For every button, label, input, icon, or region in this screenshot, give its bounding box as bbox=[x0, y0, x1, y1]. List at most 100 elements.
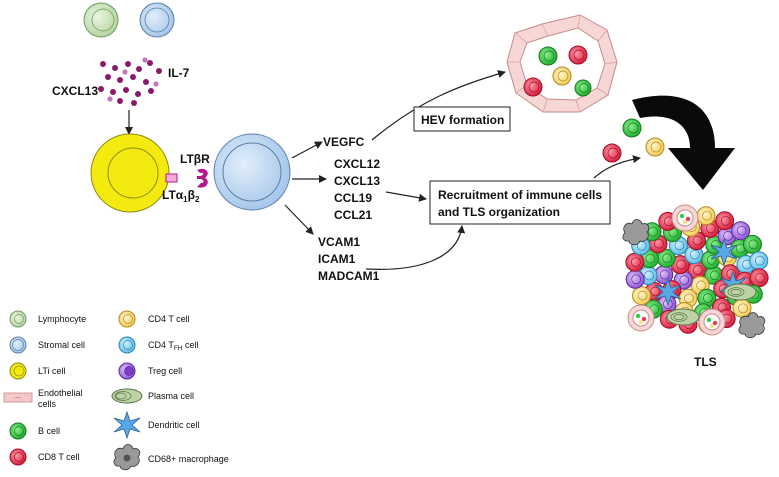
legend-macrophage: CD68+ macrophage bbox=[148, 454, 229, 464]
tls-plasma-cell-ring bbox=[727, 287, 745, 297]
tls-cd4-cell-nucleus bbox=[738, 303, 748, 314]
tls-bcell-nucleus bbox=[662, 253, 673, 264]
tls-macrophage bbox=[622, 219, 650, 246]
tls-cd4-cell bbox=[696, 206, 716, 226]
tls-cd4-cell bbox=[732, 298, 752, 318]
lta1b2-label: LTα1β2 bbox=[162, 188, 200, 204]
legend-stromal: Stromal cell bbox=[38, 340, 85, 350]
legend-cd4: CD4 T cell bbox=[148, 314, 190, 324]
tls-treg-cell-nucleus bbox=[679, 275, 690, 285]
legend-endothelial-icon bbox=[3, 392, 33, 403]
tls-hev-inner-cell bbox=[638, 319, 644, 325]
tls-cd4-cell-nucleus bbox=[702, 210, 712, 221]
tls-treg-cell-nucleus bbox=[631, 274, 642, 285]
tls-cd8-cell bbox=[625, 252, 645, 272]
chemokine-4: CCL21 bbox=[334, 208, 372, 222]
adhesion-2: ICAM1 bbox=[318, 252, 356, 266]
tls-hev-inner-cell bbox=[682, 219, 688, 225]
tls-treg-cell bbox=[625, 269, 645, 289]
tls-treg-cell bbox=[731, 221, 751, 241]
tls-plasma-cell-ring bbox=[730, 288, 742, 296]
tls-plasma-cell-ring bbox=[673, 313, 685, 321]
tls-hev-lumen bbox=[703, 313, 721, 331]
tls-tfh-cell-nucleus bbox=[754, 255, 765, 266]
tls-cd4-cell-nucleus bbox=[696, 280, 706, 291]
tls-hev-inner-cell bbox=[709, 323, 715, 329]
tls-treg-cell-nucleus bbox=[723, 231, 733, 241]
tls-cd4-cell-nucleus bbox=[684, 293, 694, 304]
tls-cd8-cell bbox=[749, 268, 769, 288]
lta1b2-ligand bbox=[165, 173, 178, 183]
arrow-to-vegfc bbox=[291, 141, 323, 159]
cytokine-dots bbox=[98, 57, 162, 106]
tls-label: TLS bbox=[694, 355, 717, 369]
tls-cd8-cell-nucleus bbox=[692, 235, 703, 246]
recruitment-line1: Recruitment of immune cells bbox=[438, 188, 602, 202]
big-arrow-to-tls bbox=[632, 95, 735, 190]
migrating-cells bbox=[602, 118, 665, 163]
tls-plasma-cell bbox=[723, 283, 757, 301]
hev-vessel bbox=[506, 14, 618, 113]
tls-cd8-cell bbox=[715, 211, 735, 231]
tls-bcell-nucleus bbox=[703, 293, 713, 303]
arrow-vegfc-to-hev bbox=[371, 70, 506, 141]
top-stromal-cell bbox=[139, 2, 175, 38]
arrow-recruit-to-cells bbox=[593, 155, 641, 179]
chemokine-1: CXCL12 bbox=[334, 157, 380, 171]
legend-lymphocyte-icon bbox=[9, 310, 27, 328]
legend-cd8: CD8 T cell bbox=[38, 452, 80, 462]
tls-treg-cell-nucleus bbox=[736, 225, 747, 236]
tls-cluster bbox=[622, 204, 769, 339]
chemokine-3: CCL19 bbox=[334, 191, 372, 205]
legend-bcell-icon bbox=[9, 422, 27, 440]
legend-treg-icon bbox=[118, 362, 136, 380]
tls-hev-lumen bbox=[632, 309, 650, 327]
arrow-to-adhesion bbox=[284, 204, 314, 235]
tls-tfh-cell-nucleus bbox=[644, 270, 654, 281]
tls-hev-inner-cell bbox=[706, 317, 712, 323]
tls-cd8-cell-nucleus bbox=[650, 286, 661, 297]
tls-cd8-cell-nucleus bbox=[676, 259, 687, 270]
legend: Lymphocyte Stromal cell LTi cell Endothe… bbox=[3, 310, 229, 471]
legend-plasma-icon bbox=[111, 388, 143, 404]
ltbr-label: LTβR bbox=[180, 152, 210, 166]
stromal-cell-center bbox=[213, 133, 291, 211]
vegfc-label: VEGFC bbox=[323, 135, 365, 149]
tls-cd8-cell-nucleus bbox=[755, 272, 765, 283]
legend-endothelial-2: cells bbox=[38, 399, 57, 409]
tls-hev-inner-cell bbox=[685, 216, 691, 222]
legend-endothelial-1: Endothelial bbox=[38, 388, 83, 398]
chemokine-2: CXCL13 bbox=[334, 174, 380, 188]
legend-dendritic-icon bbox=[113, 410, 141, 440]
tls-cd8-cell-nucleus bbox=[654, 238, 664, 249]
tls-cd4-cell bbox=[632, 286, 651, 306]
legend-plasma: Plasma cell bbox=[148, 391, 194, 401]
legend-cd4tfh: CD4 TFH cell bbox=[148, 340, 199, 352]
tls-bcell-nucleus bbox=[648, 226, 658, 237]
tls-cd8-cell-nucleus bbox=[706, 223, 716, 234]
tls-tfh-cell-nucleus bbox=[674, 240, 685, 251]
legend-tfh-icon bbox=[118, 336, 136, 354]
tls-tfh-cell-nucleus bbox=[690, 249, 700, 260]
tls-plasma-cell-ring bbox=[670, 312, 688, 322]
legend-lti-icon bbox=[9, 362, 27, 380]
legend-lti: LTi cell bbox=[38, 366, 66, 376]
tls-plasma-cell bbox=[666, 308, 700, 326]
tls-hev-lumen bbox=[676, 209, 694, 227]
tls-cd8-cell-nucleus bbox=[720, 215, 731, 226]
ltbr-receptor bbox=[197, 168, 208, 188]
tls-bcell bbox=[743, 234, 762, 254]
il7-label: IL-7 bbox=[168, 66, 190, 80]
hev-formation-box bbox=[413, 106, 511, 132]
legend-cd8-icon bbox=[9, 448, 27, 466]
tls-dendritic-cell bbox=[654, 277, 682, 307]
tls-cd8-cell-nucleus bbox=[631, 257, 641, 268]
adhesion-3: MADCAM1 bbox=[318, 269, 380, 283]
legend-macrophage-icon bbox=[113, 444, 141, 471]
legend-dendritic: Dendritic cell bbox=[148, 420, 200, 430]
tls-hev-inner-cell bbox=[712, 320, 718, 326]
legend-treg: Treg cell bbox=[148, 366, 182, 376]
tls-macrophage bbox=[738, 312, 766, 339]
hev-formation-label: HEV formation bbox=[421, 113, 504, 127]
